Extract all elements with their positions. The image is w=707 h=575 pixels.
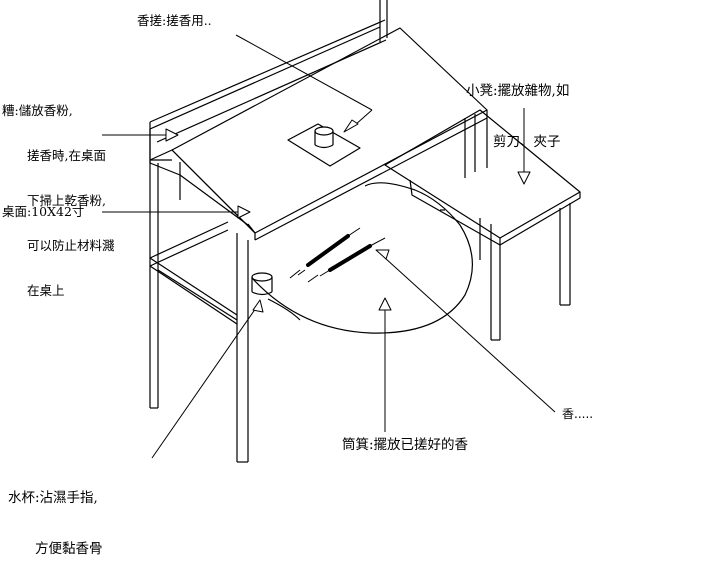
label-stick: 香搓:搓香用.. [137, 13, 212, 28]
table-top [171, 27, 488, 241]
incense-sticks [289, 227, 386, 283]
label-desktop: 桌面:10X42寸 [2, 204, 85, 219]
label-tray: 糟:儲放香粉, 搓香時,在桌面 下掃上乾香粉, 可以防止材料濺 在桌上 [2, 73, 115, 313]
incense-table-diagram [102, 0, 581, 463]
sieve-basket [251, 182, 474, 334]
leader-lines [102, 34, 556, 459]
label-tray-line: 搓香時,在桌面 [2, 148, 106, 163]
back-panel [149, 0, 388, 163]
water-cup [251, 272, 273, 296]
label-tray-line: 在桌上 [2, 283, 65, 298]
incense-roller [287, 123, 361, 167]
label-cup-line: 方便黏香骨 [8, 541, 103, 557]
label-cup: 水杯:沾濕手指, 方便黏香骨 [8, 456, 103, 575]
label-tray-line: 下掃上乾香粉, [2, 193, 106, 208]
left-legs [149, 114, 488, 463]
arrowheads [165, 119, 531, 313]
label-incense: 香..... [562, 407, 594, 421]
label-stool: 小凳:擺放雜物,如 剪刀、夾子 [466, 49, 569, 168]
label-stool-line: 剪刀、夾子 [466, 134, 561, 150]
label-tray-line: 可以防止材料濺 [2, 238, 115, 253]
stool [384, 109, 581, 341]
label-stool-line: 小凳:擺放雜物,如 [466, 83, 570, 99]
label-sieve: 筒箕:擺放已搓好的香 [342, 437, 469, 453]
label-tray-line: 糟:儲放香粉, [2, 103, 73, 118]
label-cup-line: 水杯:沾濕手指, [8, 490, 98, 506]
